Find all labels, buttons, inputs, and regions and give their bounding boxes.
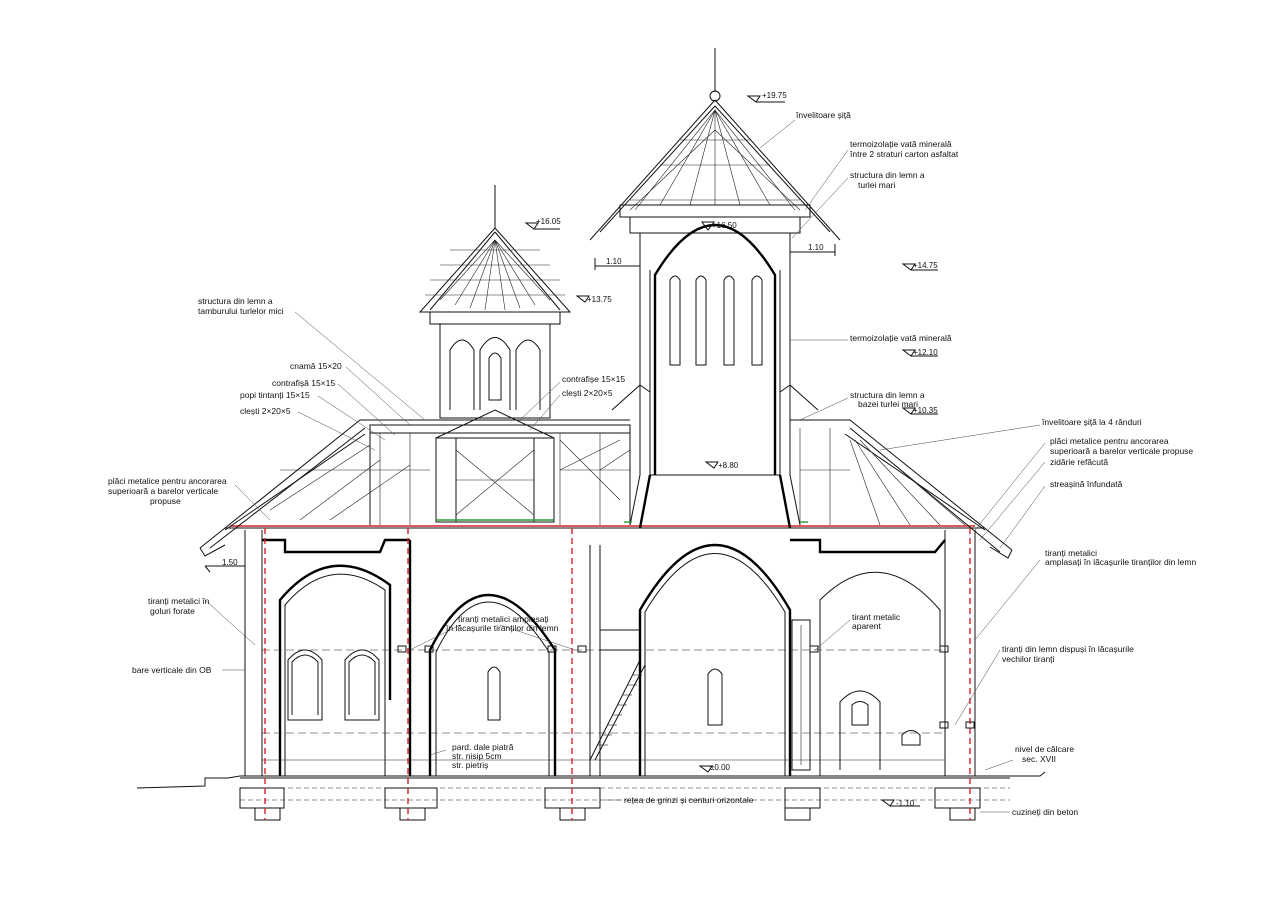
roof: [199, 419, 1013, 559]
eave-offset-right: 1.10: [808, 243, 824, 252]
label-invelitoare-sita: învelitoare șiță: [795, 110, 851, 120]
label-retea: rețea de grinzi și centuri orizontale: [624, 795, 754, 805]
label-structura-turlei-2: turlei mari: [858, 180, 895, 190]
label-popi: popi tintanți 15×15: [240, 390, 310, 400]
label-structura-bazei-1: structura din lemn a: [850, 390, 925, 400]
annotation-labels: învelitoare șiță termoizolație vată mine…: [108, 110, 1196, 817]
label-tiranti-goluri-2: goluri forate: [150, 606, 195, 616]
level-dome: +16.50: [712, 221, 737, 230]
label-streasina: streașină înfundată: [1050, 479, 1123, 489]
label-tirant-aparent-1: tirant metalic: [852, 612, 901, 622]
level-small-tower-top: +16.05: [536, 217, 561, 226]
label-structura-turlei-1: structura din lemn a: [850, 170, 925, 180]
level-markers: +19.75 +16.05 +16.50 +14.75 +13.75 +12.1…: [204, 91, 938, 808]
label-termoizolatie-mid: termoizolație vată minerală: [850, 333, 952, 343]
label-pard-3: str. pietriș: [452, 760, 488, 770]
level-small-tower-base: +13.75: [587, 295, 612, 304]
label-contrafise-center: contrafișe 15×15: [562, 374, 625, 384]
label-placi-right-2: superioară a barelor verticale propuse: [1050, 446, 1193, 456]
level-right-upper: +14.75: [913, 261, 938, 270]
label-tiranti-goluri-1: tiranți metalici în: [148, 596, 210, 606]
label-invelitoare-4: învelitoare șiță la 4 rânduri: [1041, 417, 1142, 427]
level-tower-base: +10.35: [913, 406, 938, 415]
eave-offset-left: 1.10: [606, 257, 622, 266]
label-termoizolatie-top-2: între 2 straturi carton asfaltat: [849, 149, 959, 159]
label-structura-bazei-2: bazei turlei mari: [858, 399, 918, 409]
level-inside: +8.80: [718, 461, 739, 470]
label-placi-left-2: superioară a barelor verticale: [108, 486, 218, 496]
ground-and-foundations: [136, 771, 1046, 821]
label-cuzineti: cuzineți din beton: [1012, 807, 1078, 817]
vertical-bars: [264, 528, 971, 820]
label-pard-2: str. nisip 5cm: [452, 751, 502, 761]
label-clesti-left: clești 2×20×5: [240, 406, 291, 416]
small-tower: [418, 185, 572, 523]
label-contrafisa-left: contrafișă 15×15: [272, 378, 335, 388]
level-ground: ±0.00: [710, 763, 731, 772]
level-top: +19.75: [762, 91, 787, 100]
label-structura-tambur-1: structura din lemn a: [198, 296, 273, 306]
nave-walls: [225, 525, 985, 776]
label-structura-tambur-2: tamburului turlelor mici: [198, 306, 284, 316]
label-zidarie: zidărie refăcută: [1050, 457, 1108, 467]
level-foundation: -1.10: [896, 799, 915, 808]
label-cosoroaba: cnamă 15×20: [290, 361, 342, 371]
leader-lines: [204, 119, 1046, 813]
label-tirant-aparent-2: aparent: [852, 621, 881, 631]
label-nivel-calcare-1: nivel de călcare: [1015, 744, 1074, 754]
label-pard-1: pard. dale piatră: [452, 742, 514, 752]
label-placi-left-1: plăci metalice pentru ancorarea: [108, 476, 227, 486]
label-bare-verticale: bare verticale din OB: [132, 665, 212, 675]
tie-rod-anchors: [397, 645, 975, 729]
label-tiranti-lemn-2: vechilor tiranți: [1002, 654, 1055, 664]
label-tiranti-center-2: în lăcașurile tiranților din lemn: [445, 623, 559, 633]
label-tiranti-right-2: amplasați în lăcașurile tiranților din l…: [1045, 557, 1196, 567]
label-placi-left-3: propuse: [150, 496, 181, 506]
large-tower: [589, 48, 841, 529]
level-left-eave: 1.50: [222, 558, 238, 567]
label-clesti-center: clești 2×20×5: [562, 388, 613, 398]
label-nivel-calcare-2: sec. XVII: [1022, 754, 1056, 764]
label-termoizolatie-top: termoizolație vată minerală: [850, 139, 952, 149]
level-tower-mid: +12.10: [913, 348, 938, 357]
label-tiranti-right-1: tiranți metalici: [1045, 548, 1097, 558]
label-tiranti-lemn-1: tiranți din lemn dispuși în lăcașurile: [1002, 644, 1134, 654]
label-placi-right-1: plăci metalice pentru ancorarea: [1050, 436, 1169, 446]
label-tiranti-center-1: tiranți metalici amplasați: [458, 614, 549, 624]
